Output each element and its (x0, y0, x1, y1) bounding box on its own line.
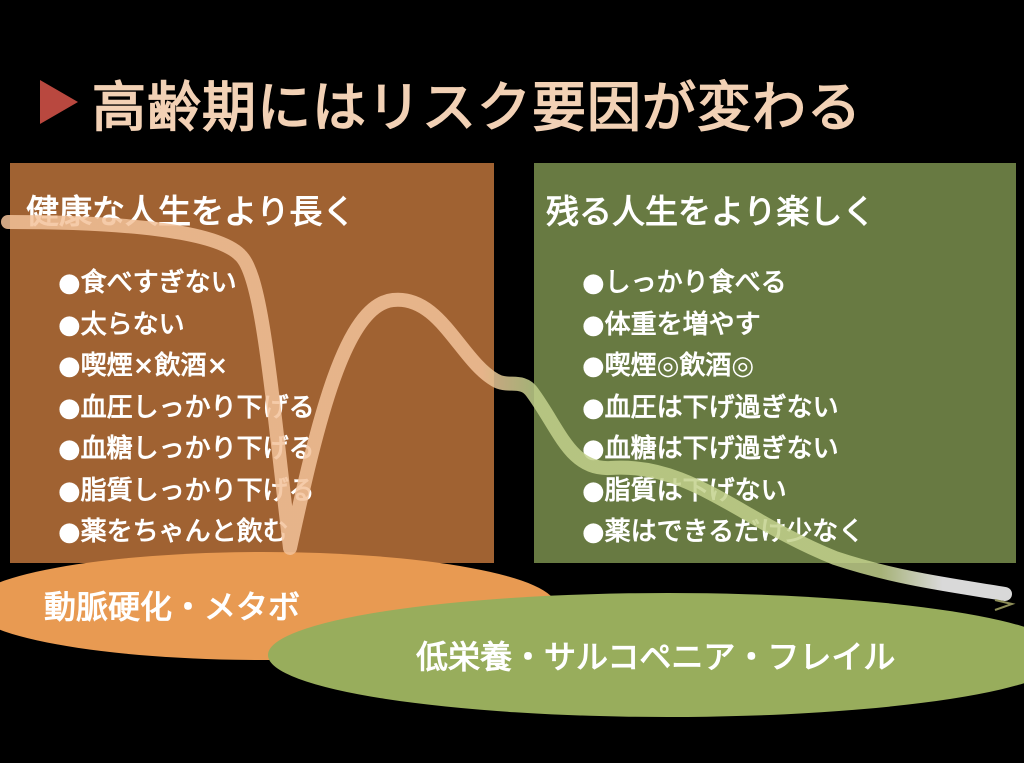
list-item: ●太らない (58, 309, 185, 340)
ellipse-label-right: 低栄養・サルコペニア・フレイル (416, 638, 896, 676)
frailty-ellipse: 低栄養・サルコペニア・フレイル (268, 593, 1024, 717)
arrow-head-icon (994, 599, 1016, 611)
left-panel: 健康な人生をより長く ●食べすぎない ●太らない ●喫煙×飲酒× ●血圧しっかり… (10, 163, 494, 563)
title-bar: 高齢期にはリスク要因が変わる (40, 62, 862, 142)
list-item: ●喫煙◎飲酒◎ (582, 351, 755, 381)
list-item: ●しっかり食べる (582, 268, 787, 298)
list-item: ●血糖しっかり下げる (58, 434, 315, 464)
list-item: ●喫煙×飲酒× (58, 351, 229, 381)
left-bullet-list: ●食べすぎない ●太らない ●喫煙×飲酒× ●血圧しっかり下げる ●血糖しっかり… (58, 263, 315, 554)
list-item: ●食べすぎない (58, 268, 237, 298)
slide-title: 高齢期にはリスク要因が変わる (92, 75, 862, 139)
right-bullet-list: ●しっかり食べる ●体重を増やす ●喫煙◎飲酒◎ ●血圧は下げ過ぎない ●血糖は… (582, 263, 864, 554)
triangle-right-icon (40, 80, 78, 124)
list-item: ●薬はできるだけ少なく (582, 517, 865, 547)
list-item: ●薬をちゃんと飲む (58, 517, 289, 547)
right-panel: 残る人生をより楽しく ●しっかり食べる ●体重を増やす ●喫煙◎飲酒◎ ●血圧は… (534, 163, 1016, 563)
list-item: ●血圧しっかり下げる (58, 392, 315, 423)
left-panel-heading: 健康な人生をより長く (26, 192, 356, 231)
list-item: ●血糖は下げ過ぎない (582, 434, 839, 464)
list-item: ●脂質しっかり下げる (58, 475, 315, 506)
list-item: ●体重を増やす (582, 309, 761, 340)
right-panel-heading: 残る人生をより楽しく (546, 192, 876, 231)
list-item: ●脂質は下げない (582, 475, 787, 506)
list-item: ●血圧は下げ過ぎない (582, 392, 839, 423)
ellipse-label-left: 動脈硬化・メタボ (44, 588, 301, 626)
